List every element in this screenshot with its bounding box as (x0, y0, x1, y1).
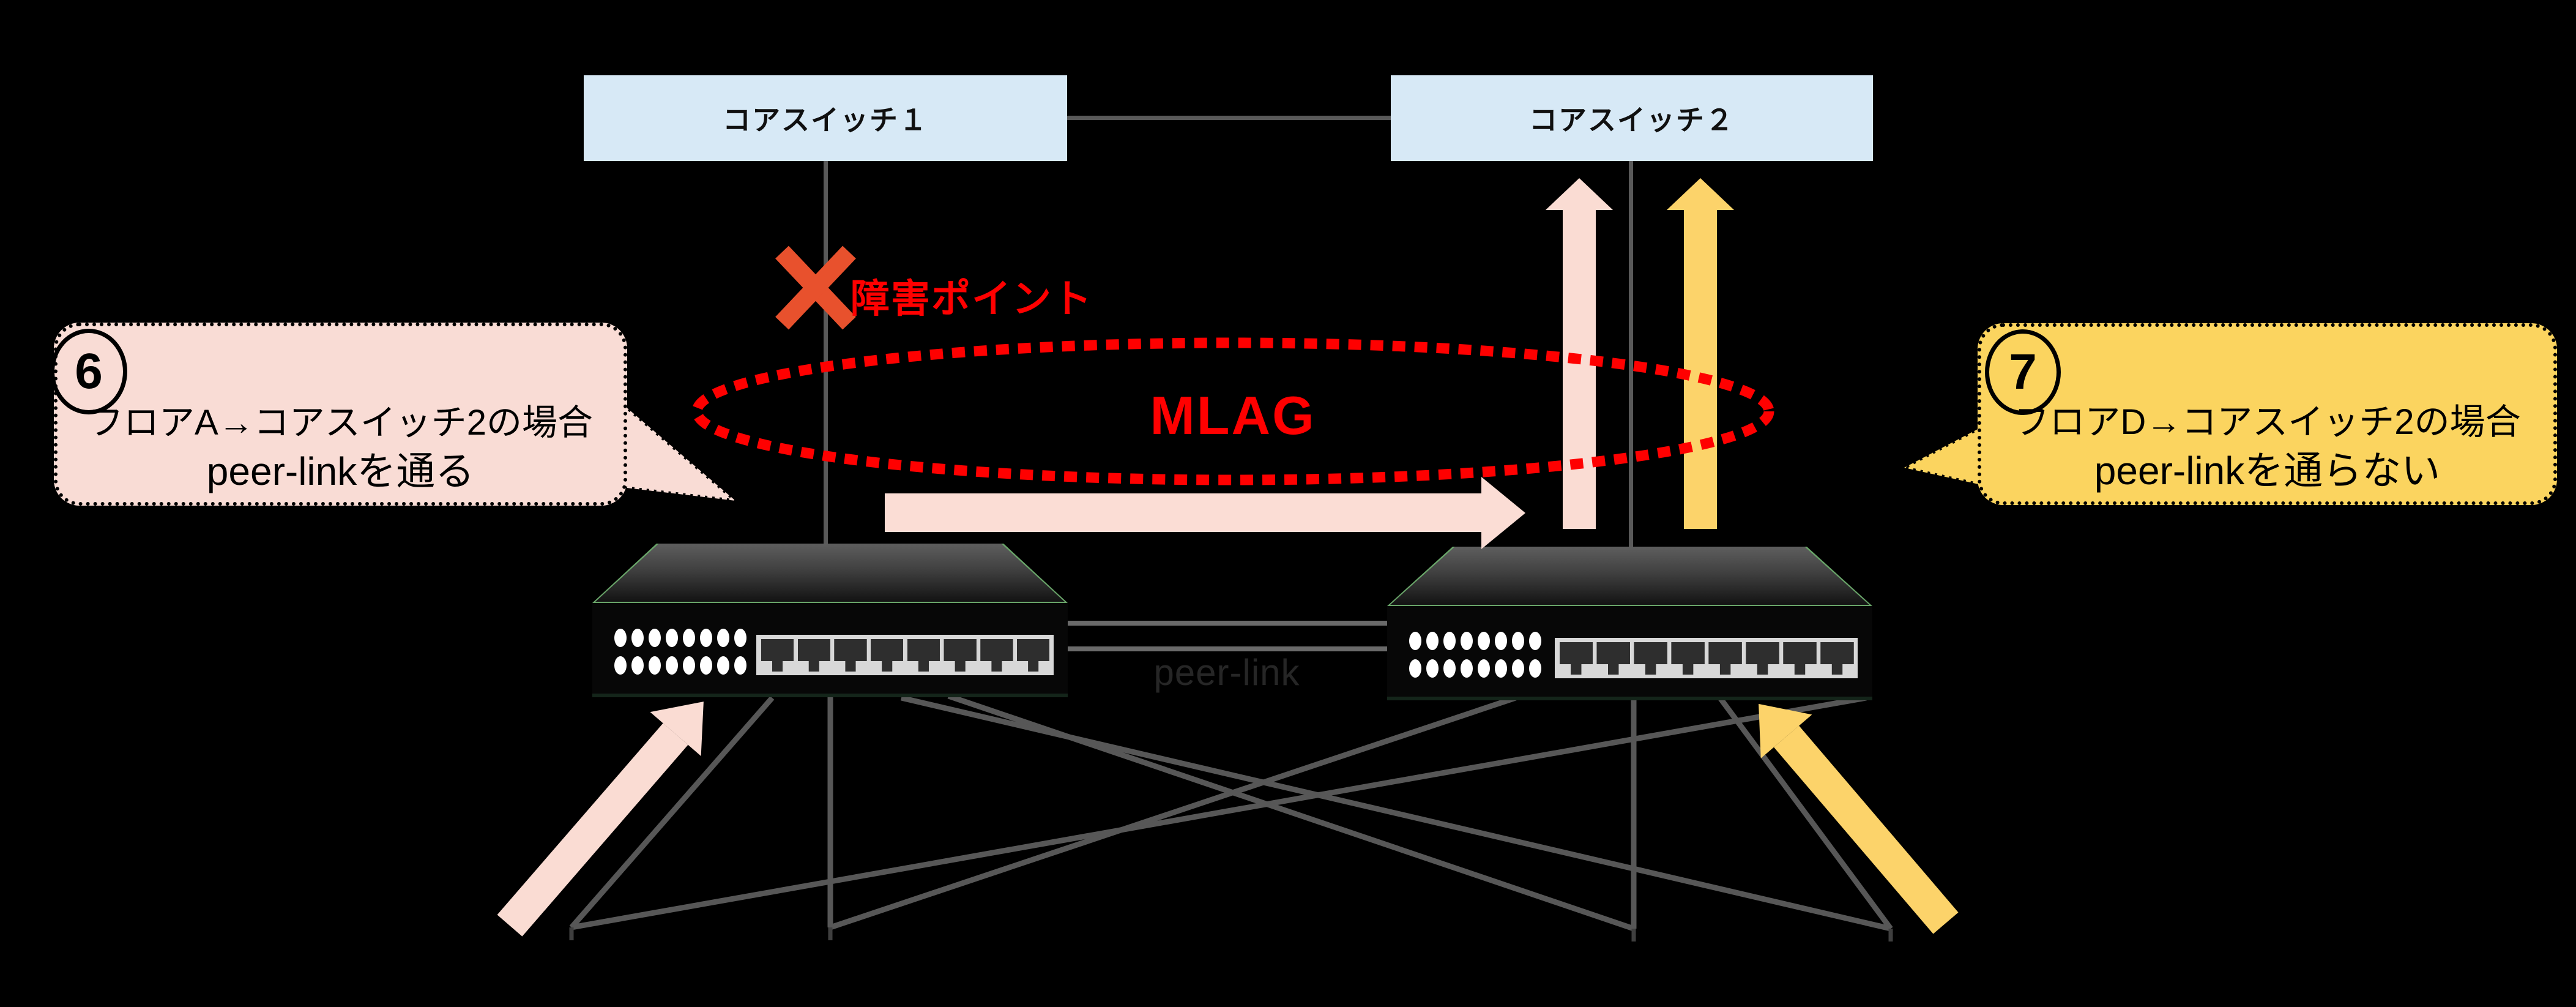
yellow-up-arrow-head (1667, 178, 1734, 210)
led-dot (700, 629, 712, 647)
failure-point-label: 障害ポイント (851, 277, 1093, 321)
callout-right-text: フロアD→コアスイッチ2の場合 peer-linkを通らない (1981, 399, 2553, 495)
led-dot (631, 629, 644, 647)
switch-port-strip (756, 635, 1054, 675)
callout-left-number: 6 (50, 329, 127, 414)
led-dot (717, 629, 729, 647)
aggregation-switch-2 (1387, 547, 1872, 700)
link-line (829, 695, 1517, 930)
led-dot (649, 656, 661, 675)
core1-downlink-line (824, 161, 828, 545)
led-dot (734, 629, 746, 647)
led-dot (1426, 659, 1439, 678)
switch-top-panel (1387, 547, 1872, 606)
led-dot (1443, 632, 1456, 650)
peer-link-label: peer-link (1153, 652, 1300, 693)
switch-port-strip (1554, 638, 1858, 678)
led-dot (1409, 659, 1421, 678)
link-line (900, 695, 1892, 932)
led-dot (700, 656, 712, 675)
peer-link-line-top (1068, 621, 1388, 626)
led-dot (1512, 659, 1524, 678)
led-dot (1478, 632, 1490, 650)
pink-up-arrow-head (1546, 178, 1613, 210)
switch-front-panel (592, 603, 1068, 697)
callout-floor-a: 6 フロアA→コアスイッチ2の場合 peer-linkを通る (50, 323, 627, 506)
callout-left-line2: peer-linkを通る (206, 449, 475, 493)
led-dot (631, 656, 644, 675)
mlag-label: MLAG (1150, 385, 1316, 446)
pink-up-arrow-shaft (1563, 209, 1596, 529)
link-line (569, 696, 775, 929)
callout-right-tail (1899, 424, 1983, 487)
led-dot (1478, 659, 1490, 678)
led-dot (734, 656, 746, 675)
led-dot (1409, 632, 1421, 650)
callout-left-line1: フロアA→コアスイッチ2の場合 (88, 403, 593, 443)
led-dot (666, 629, 678, 647)
link-line (571, 695, 1867, 930)
led-dot (1426, 632, 1439, 650)
core-switch-2-box: コアスイッチ２ (1391, 75, 1873, 161)
switch-top-panel (592, 544, 1068, 603)
callout-right-line1: フロアD→コアスイッチ2の場合 (2014, 402, 2521, 442)
led-dot (614, 656, 627, 675)
callout-right-line2: peer-linkを通らない (2094, 449, 2441, 493)
pink-cross-arrow-shaft (885, 493, 1481, 532)
led-dot (683, 629, 695, 647)
led-dot (1529, 632, 1541, 650)
core2-downlink-line (1629, 161, 1633, 548)
aggregation-switch-1 (592, 544, 1068, 697)
callout-right-number: 7 (1985, 329, 2061, 415)
led-dot (666, 656, 678, 675)
led-dot (1512, 632, 1524, 650)
core-switch-1-label: コアスイッチ１ (723, 104, 928, 136)
core-switch-1-box: コアスイッチ１ (584, 75, 1067, 161)
led-dot (1461, 632, 1473, 650)
yellow-up-arrow-shaft (1684, 209, 1717, 529)
failure-x-icon (775, 245, 856, 330)
led-dot (717, 656, 729, 675)
led-dot (1461, 659, 1473, 678)
led-dot (1443, 659, 1456, 678)
core-switch-2-label: コアスイッチ２ (1529, 104, 1735, 136)
pink-cross-arrow-head (1481, 477, 1525, 549)
led-dot (1495, 632, 1507, 650)
peer-link-line-bottom (1068, 646, 1388, 651)
led-dot (614, 629, 627, 647)
led-dot (1529, 659, 1541, 678)
led-dot (649, 629, 661, 647)
callout-left-text: フロアA→コアスイッチ2の場合 peer-linkを通る (58, 399, 624, 496)
core-interlink-line (1067, 116, 1391, 120)
callout-floor-d: 7 フロアD→コアスイッチ2の場合 peer-linkを通らない (1978, 323, 2557, 505)
callout-left-tail (615, 395, 740, 503)
led-dot (683, 656, 695, 675)
link-line (1718, 696, 1893, 930)
switch-front-panel (1387, 606, 1872, 700)
led-dot (1495, 659, 1507, 678)
